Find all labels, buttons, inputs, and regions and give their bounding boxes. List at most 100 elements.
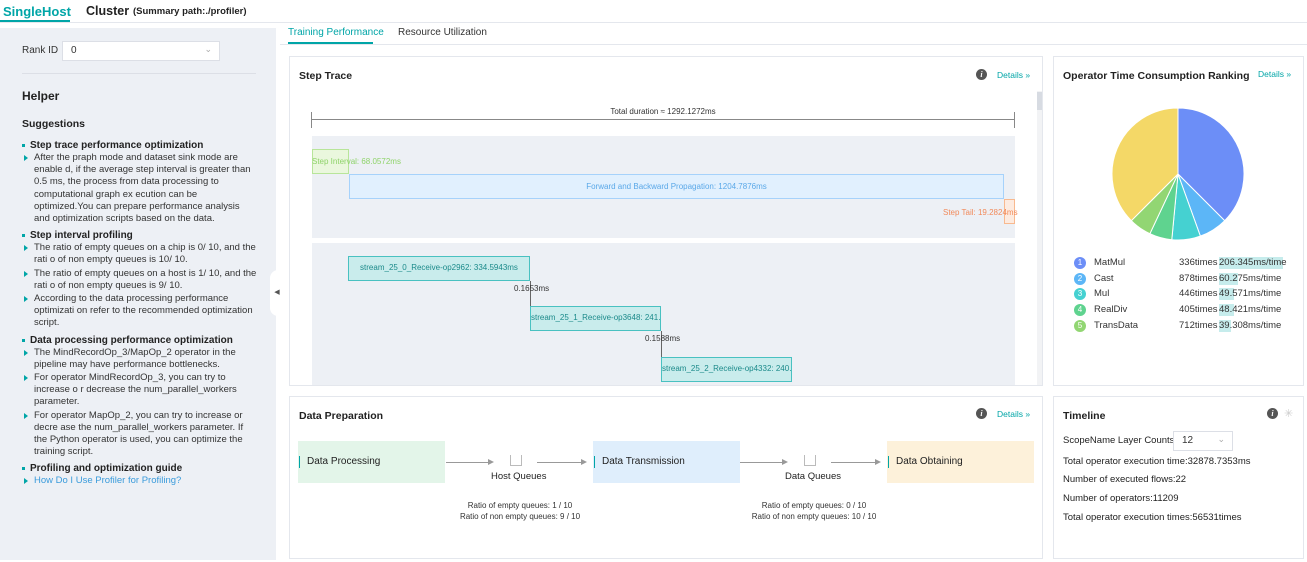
gap-label: 0.1588ms (645, 334, 681, 343)
summary-path: (Summary path:./profiler) (133, 6, 247, 17)
timeline-stat: Total operator execution times:56531time… (1063, 512, 1242, 523)
details-label: Details (997, 409, 1023, 419)
stream-bar[interactable]: stream_25_2_Receive-op4332: 240.... (661, 357, 792, 382)
operator-avg-time: 39.308ms/time (1219, 319, 1282, 331)
chevron-down-icon: ⌄ (204, 44, 212, 54)
operator-avg-time: 49.571ms/time (1219, 288, 1282, 300)
layer-count-value: 12 (1182, 435, 1194, 446)
active-tab-indicator (288, 42, 373, 44)
tab-training-performance[interactable]: Training Performance (288, 27, 384, 38)
rank-badge: 3 (1074, 288, 1086, 301)
gap-label: 0.1653ms (514, 284, 550, 293)
info-icon[interactable]: i (1267, 408, 1278, 419)
scrollbar[interactable] (1037, 91, 1042, 385)
step-tail-bar[interactable] (1004, 199, 1015, 224)
operator-pie-chart (1111, 107, 1245, 241)
chevron-down-icon: ⌄ (1217, 434, 1225, 444)
suggestions-title: Suggestions (22, 118, 86, 130)
info-icon[interactable]: i (976, 408, 987, 419)
timeline-stat: Number of operators:11209 (1063, 493, 1179, 504)
operator-times: 712times (1179, 319, 1218, 331)
fp-bp-bar[interactable]: Forward and Backward Propagation: 1204.7… (349, 174, 1004, 199)
tab-cluster[interactable]: Cluster (86, 4, 130, 18)
empty-ratio: Ratio of empty queues: 0 / 10 (761, 501, 867, 510)
host-queues-label: Host Queues (491, 471, 547, 482)
suggestion-heading: Step interval profiling (22, 230, 258, 241)
timeline-stat: Total operator execution time:32878.7353… (1063, 456, 1251, 467)
non-empty-ratio: Ratio of non empty queues: 10 / 10 (751, 512, 877, 521)
avg-time-bar (1219, 272, 1238, 285)
suggestion-item: According to the data processing perform… (22, 293, 258, 330)
operator-name: Cast (1094, 272, 1114, 284)
operator-times: 336times (1179, 257, 1218, 268)
double-chevron-right-icon: » (1025, 409, 1031, 419)
stream-bar[interactable]: stream_25_1_Receive-op3648: 241.... (530, 306, 661, 331)
header: SingleHost Cluster (Summary path:./profi… (0, 0, 1307, 23)
avg-time-bar (1219, 319, 1232, 332)
operator-times: 878times (1179, 272, 1218, 284)
stage-data-transmission[interactable]: Data Transmission (593, 441, 740, 483)
suggestion-item: The ratio of empty queues on a host is 1… (22, 268, 258, 292)
details-label: Details (1258, 69, 1284, 79)
timeline-panel: Timeline i ✳ (1053, 396, 1304, 559)
operator-name: Mul (1094, 288, 1110, 300)
host-queue-ratios: Ratio of empty queues: 1 / 10 Ratio of no… (440, 500, 600, 522)
step-trace-title: Step Trace (299, 70, 353, 82)
stage-data-obtaining[interactable]: Data Obtaining (887, 441, 1034, 483)
pie-slice[interactable] (1177, 107, 1245, 222)
step-trace-panel: Step Trace i Details » Total duration ≈ … (289, 56, 1043, 386)
layer-count-label: ScopeName Layer Counts: (1063, 435, 1178, 446)
stage-data-processing[interactable]: Data Processing (298, 441, 445, 483)
total-duration-line (312, 119, 1014, 120)
loading-spinner-icon: ✳ (1284, 408, 1294, 420)
suggestion-heading: Data processing performance optimization (22, 335, 258, 346)
non-empty-ratio: Ratio of non empty queues: 9 / 10 (459, 512, 581, 521)
divider (22, 73, 256, 74)
rank-id-select[interactable]: 0⌄ (62, 41, 220, 61)
operator-avg-time: 60.275ms/time (1219, 272, 1282, 284)
ranking-row[interactable]: 4 RealDiv 405times 48.421ms/time (1074, 303, 1294, 317)
ranking-details-link[interactable]: Details » (1258, 69, 1291, 79)
suggestion-item: After the praph mode and dataset sink mo… (22, 152, 258, 225)
rank-id-value: 0 (71, 45, 77, 56)
suggestion-heading: Profiling and optimization guide (22, 463, 258, 474)
collapse-sidebar-handle[interactable]: ◀ (270, 270, 284, 316)
ranking-row[interactable]: 1 MatMul 336times 206.345ms/time (1074, 256, 1294, 270)
step-trace-details-link[interactable]: Details » (997, 70, 1030, 80)
arrow-icon (446, 459, 494, 465)
tab-singlehost[interactable]: SingleHost (3, 4, 71, 19)
arrow-icon (740, 459, 788, 465)
tabs-divider (280, 44, 1307, 45)
data-prep-title: Data Preparation (299, 410, 384, 422)
layer-count-select[interactable]: 12 ⌄ (1173, 431, 1233, 451)
rank-badge: 4 (1074, 304, 1086, 317)
data-prep-details-link[interactable]: Details » (997, 409, 1030, 419)
ranking-row[interactable]: 2 Cast 878times 60.275ms/time (1074, 272, 1294, 286)
tab-resource-utilization[interactable]: Resource Utilization (398, 27, 487, 38)
ranking-row[interactable]: 5 TransData 712times 39.308ms/time (1074, 319, 1294, 333)
ranking-row[interactable]: 3 Mul 446times 49.571ms/time (1074, 287, 1294, 301)
total-left-tick (311, 112, 312, 128)
profiler-guide-link[interactable]: How Do I Use Profiler for Profiling? (22, 475, 258, 487)
suggestions-list: Step trace performance optimization Afte… (22, 135, 258, 488)
ranking-title: Operator Time Consumption Ranking (1063, 70, 1250, 82)
queue-icon (510, 455, 522, 466)
avg-time-bar (1219, 288, 1235, 301)
operator-times: 446times (1179, 288, 1218, 300)
empty-ratio: Ratio of empty queues: 1 / 10 (467, 501, 573, 510)
operator-times: 405times (1179, 304, 1218, 316)
helper-sidebar: Rank ID 0⌄ Helper Suggestions Step trace… (0, 28, 284, 560)
double-chevron-right-icon: » (1286, 69, 1292, 79)
pie-slice[interactable] (1111, 107, 1179, 222)
queue-icon (804, 455, 816, 466)
step-interval-bar[interactable] (312, 149, 349, 174)
operator-name: RealDiv (1094, 304, 1128, 316)
stream-bar[interactable]: stream_25_0_Receive-op2962: 334.5943ms (348, 256, 530, 281)
info-icon[interactable]: i (976, 69, 987, 80)
data-queues-label: Data Queues (785, 471, 841, 482)
operator-avg-time: 206.345ms/time (1219, 257, 1287, 268)
rank-badge: 5 (1074, 319, 1086, 332)
suggestion-item: For operator MindRecordOp_3, you can try… (22, 372, 258, 409)
active-tab-indicator (0, 20, 70, 22)
total-duration-label: Total duration ≈ 1292.1272ms (610, 107, 716, 116)
